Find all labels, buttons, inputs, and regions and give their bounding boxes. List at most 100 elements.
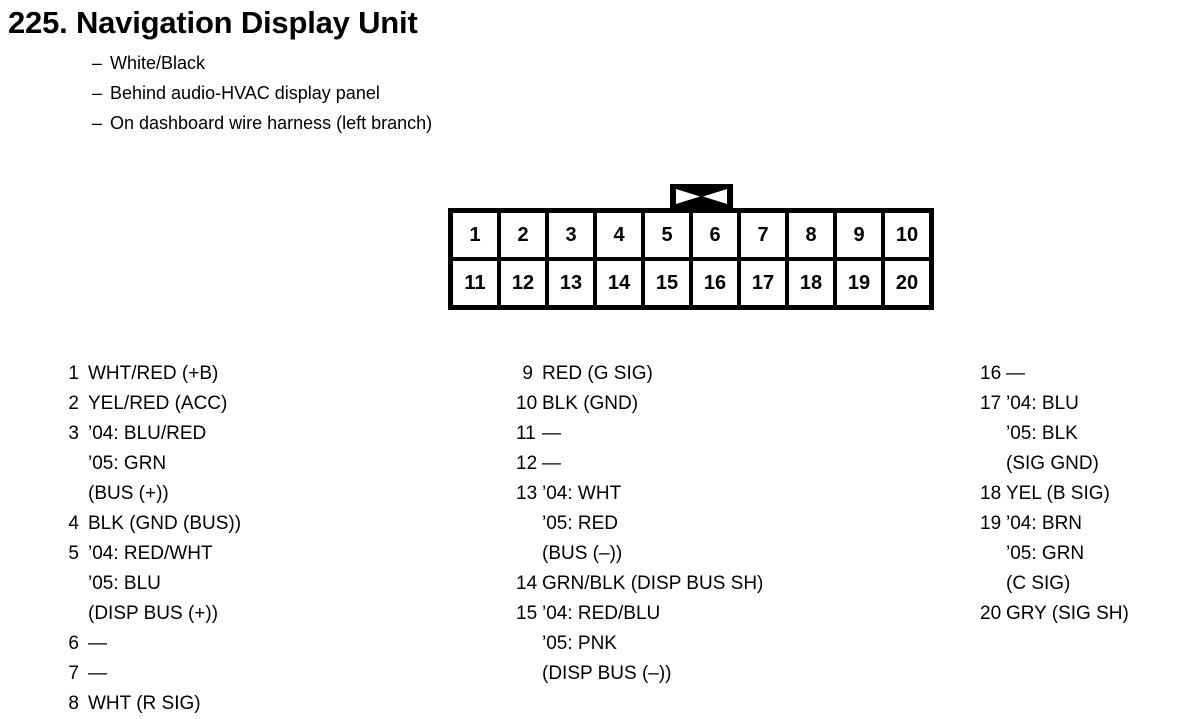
pin-legend-continuation-line: 15’05: PNK — [516, 629, 763, 659]
description-bullet-label: Behind audio-HVAC display panel — [110, 83, 380, 103]
pin-legend-continuation-line: 19(C SIG) — [980, 569, 1129, 599]
pin-description: ’05: RED — [542, 513, 619, 534]
pin-description: ’04: RED/BLU — [542, 603, 661, 624]
pin-legend-continuation-line: 15(DISP BUS (–)) — [516, 659, 763, 689]
pin-legend-continuation-line: 17’05: BLK — [980, 419, 1129, 449]
pin-legend-continuation-line: 3(BUS (+)) — [62, 479, 241, 509]
pin-number: 19 — [980, 513, 1002, 534]
pin-legend-continuation-line: 5(DISP BUS (+)) — [62, 599, 241, 629]
description-bullet: –White/Black — [92, 48, 1108, 78]
pin-description: (DISP BUS (+)) — [88, 603, 219, 624]
pin-description: — — [88, 633, 107, 654]
connector-pin-cell-17: 17 — [741, 261, 785, 305]
pin-description: ’05: GRN — [88, 453, 167, 474]
connector-pin-cell-8: 8 — [789, 213, 833, 257]
pin-legend-line: 16— — [980, 359, 1129, 389]
pin-number: 20 — [980, 603, 1002, 624]
page-title: 225. Navigation Display Unit — [8, 5, 418, 40]
pin-description: ’05: BLU — [88, 573, 161, 594]
pin-legend-line: 17’04: BLU — [980, 389, 1129, 419]
connector-pin-cell-5: 5 — [645, 213, 689, 257]
pin-description: ’04: BLU/RED — [88, 423, 207, 444]
pin-description: — — [542, 453, 561, 474]
description-bullet-label: White/Black — [110, 53, 206, 73]
pin-legend-column-3: 16—17’04: BLU17’05: BLK17(SIG GND)18YEL … — [980, 359, 1129, 629]
pin-legend-entry-19: 19’04: BRN19’05: GRN19(C SIG) — [980, 509, 1129, 599]
pin-number: 2 — [68, 393, 79, 414]
pin-description: (BUS (–)) — [542, 543, 623, 564]
pin-number: 14 — [516, 573, 538, 594]
pin-number: 16 — [980, 363, 1002, 384]
pin-legend-line: 15’04: RED/BLU — [516, 599, 763, 629]
pin-description: — — [542, 423, 561, 444]
pin-description: — — [1006, 363, 1025, 384]
pin-legend-continuation-line: 17(SIG GND) — [980, 449, 1129, 479]
pin-description: (SIG GND) — [1006, 453, 1099, 474]
connector-pin-cell-19: 19 — [837, 261, 881, 305]
pin-legend-continuation-line: 13’05: RED — [516, 509, 763, 539]
pin-legend-entry-5: 5’04: RED/WHT5’05: BLU5(DISP BUS (+)) — [62, 539, 241, 629]
pin-legend-entry-13: 13’04: WHT13’05: RED13(BUS (–)) — [516, 479, 763, 569]
description-bullet-list: –White/Black–Behind audio-HVAC display p… — [8, 48, 1108, 138]
pin-legend-line: 11 — — [516, 419, 763, 449]
pin-description: — — [88, 663, 107, 684]
pin-number: 11 — [516, 423, 536, 444]
connector-pin-cell-12: 12 — [501, 261, 545, 305]
connector-pin-cell-2: 2 — [501, 213, 545, 257]
pin-number: 12 — [516, 453, 538, 474]
header: 225. Navigation Display Unit –White/Blac… — [8, 4, 1108, 138]
pin-description: (BUS (+)) — [88, 483, 169, 504]
pin-description: ’05: PNK — [542, 633, 617, 654]
bullet-dash-icon: – — [92, 113, 103, 133]
pin-legend-entry-2: 2 YEL/RED (ACC) — [62, 389, 241, 419]
pin-description: GRY (SIG SH) — [1006, 603, 1129, 624]
pin-legend-line: 13’04: WHT — [516, 479, 763, 509]
connector-pin-cell-20: 20 — [885, 261, 929, 305]
pin-description: YEL/RED (ACC) — [88, 393, 228, 414]
pin-number: 6 — [68, 633, 79, 654]
pin-legend-line: 6— — [62, 629, 241, 659]
pin-number: 10 — [516, 393, 538, 414]
pin-legend-continuation-line: 5’05: BLU — [62, 569, 241, 599]
pin-legend-entry-12: 12— — [516, 449, 763, 479]
pin-description: BLK (GND (BUS)) — [88, 513, 242, 534]
pin-legend-entry-3: 3’04: BLU/RED3’05: GRN3(BUS (+)) — [62, 419, 241, 509]
pin-legend-line: 5’04: RED/WHT — [62, 539, 241, 569]
connector-pin-cell-10: 10 — [885, 213, 929, 257]
bullet-dash-icon: – — [92, 83, 103, 103]
bullet-dash-icon: – — [92, 53, 103, 73]
connector-pin-cell-16: 16 — [693, 261, 737, 305]
pin-number: 7 — [68, 663, 79, 684]
pin-legend-entry-6: 6— — [62, 629, 241, 659]
pin-description: ’04: BLU — [1006, 393, 1079, 414]
pin-number: 5 — [68, 543, 79, 564]
description-bullet-label: On dashboard wire harness (left branch) — [110, 113, 433, 133]
pin-description: WHT/RED (+B) — [88, 363, 219, 384]
description-bullet: –Behind audio-HVAC display panel — [92, 78, 1108, 108]
pin-legend-line: 7— — [62, 659, 241, 689]
connector-pin-cell-4: 4 — [597, 213, 641, 257]
pin-legend-continuation-line: 13(BUS (–)) — [516, 539, 763, 569]
pin-legend-entry-15: 15’04: RED/BLU15’05: PNK15(DISP BUS (–)) — [516, 599, 763, 689]
connector-pin-cell-1: 1 — [453, 213, 497, 257]
description-bullet: –On dashboard wire harness (left branch) — [92, 108, 1108, 138]
pin-description: BLK (GND) — [542, 393, 639, 414]
pin-description: ’04: WHT — [542, 483, 622, 504]
connector-pin-cell-15: 15 — [645, 261, 689, 305]
pin-number: 13 — [516, 483, 538, 504]
